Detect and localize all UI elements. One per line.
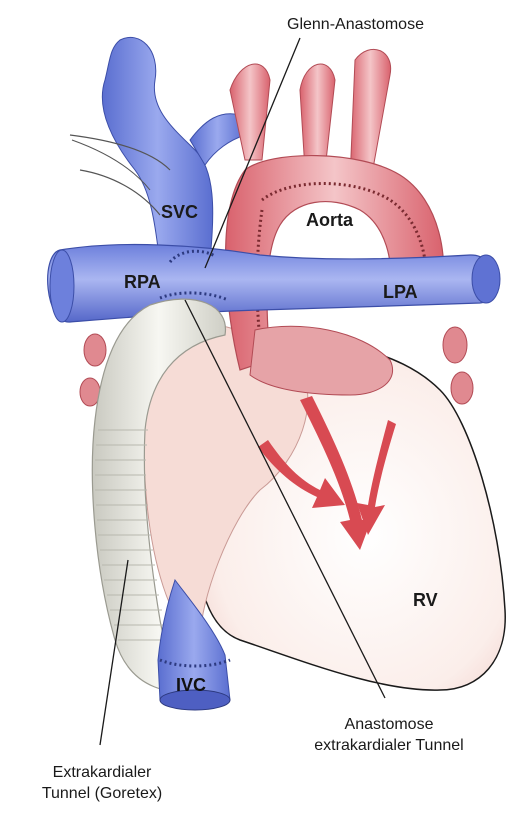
label-anastomose-line1: Anastomose: [284, 714, 494, 735]
label-svc: SVC: [161, 202, 198, 223]
label-glenn-anastomose: Glenn-Anastomose: [287, 14, 487, 35]
label-anastomose-line2: extrakardialer Tunnel: [284, 735, 494, 756]
label-extrakardialer-tunnel: Extrakardialer Tunnel (Goretex): [22, 762, 182, 804]
label-extrakardial-line1: Extrakardialer: [22, 762, 182, 783]
pulm-vein-2: [451, 372, 473, 404]
label-aorta: Aorta: [306, 210, 353, 231]
label-extrakardial-line2: Tunnel (Goretex): [22, 783, 182, 804]
aorta-branch-1: [230, 64, 270, 160]
label-anastomose-tunnel: Anastomose extrakardialer Tunnel: [284, 714, 494, 756]
rpa-end: [50, 250, 74, 322]
pulm-vein-3: [84, 334, 106, 366]
label-rpa: RPA: [124, 272, 161, 293]
label-ivc: IVC: [176, 675, 206, 696]
aorta-branch-2: [300, 64, 335, 170]
label-rv: RV: [413, 590, 438, 611]
pulm-vein-1: [443, 327, 467, 363]
label-lpa: LPA: [383, 282, 418, 303]
pulmonary-root: [250, 326, 393, 395]
lpa-end: [472, 255, 500, 303]
